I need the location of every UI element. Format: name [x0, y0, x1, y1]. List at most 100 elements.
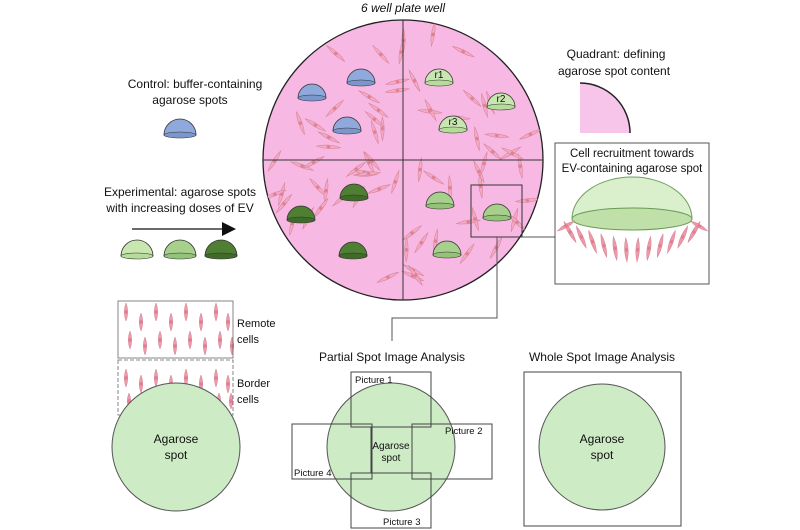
- cell: [367, 184, 392, 194]
- cell: [278, 181, 286, 207]
- picture-1-label: Picture 1: [355, 375, 393, 386]
- border-label-line1: Border: [237, 378, 270, 390]
- cell: [226, 374, 230, 394]
- cell: [474, 125, 480, 152]
- cell: [624, 236, 629, 263]
- agarose-partial-line2: spot: [382, 453, 401, 464]
- recruitment-label-line1: Cell recruitment towards: [570, 148, 694, 160]
- partial-analysis-title: Partial Spot Image Analysis: [319, 350, 465, 364]
- cell: [600, 233, 607, 259]
- control-spot: [346, 68, 376, 87]
- cell: [173, 336, 177, 356]
- agarose-left-line2: spot: [165, 448, 188, 462]
- remote-label-line2: cells: [237, 334, 260, 346]
- cell: [483, 133, 510, 138]
- quadrant-label-line2: agarose spot content: [558, 64, 671, 78]
- cell: [302, 156, 325, 169]
- cell: [154, 302, 158, 322]
- cell: [473, 159, 485, 184]
- cell: [214, 368, 218, 388]
- cell: [471, 206, 479, 232]
- cell: [203, 336, 207, 356]
- cell: [124, 302, 128, 322]
- center-frame: [370, 426, 413, 474]
- replicate-label: r3: [449, 117, 458, 128]
- control-legend-spot: [163, 118, 197, 139]
- cell: [355, 171, 382, 176]
- cell: [451, 45, 475, 58]
- remote-label-line1: Remote: [237, 318, 276, 330]
- cell: [364, 110, 385, 128]
- replicate-spot-r2: r2: [486, 92, 516, 111]
- replicate-label: r1: [435, 70, 444, 81]
- cell: [424, 98, 437, 122]
- picture-2-label: Picture 2: [445, 426, 483, 437]
- high-dose-spots: [286, 183, 369, 260]
- cell: [325, 99, 345, 118]
- dose-legend-spots: [120, 239, 238, 260]
- agarose-left-line1: Agarose: [154, 432, 199, 446]
- cell: [422, 170, 445, 185]
- whole-picture-frame: [523, 371, 682, 527]
- cell: [514, 198, 541, 203]
- experimental-label-line2: with increasing doses of EV: [105, 201, 253, 215]
- cell: [635, 236, 640, 263]
- analysis-branch-connector: [391, 237, 498, 341]
- replicate-spot-r3: r3: [438, 115, 468, 134]
- cell: [184, 302, 188, 322]
- control-spots: [297, 68, 376, 135]
- ev-spot-high: [204, 239, 238, 260]
- cell: [128, 330, 132, 350]
- cell: [588, 229, 597, 254]
- cell: [481, 92, 488, 118]
- cell: [296, 110, 305, 136]
- quadrant-shape: [580, 83, 630, 133]
- picture-4-frame: [291, 423, 373, 480]
- cell: [417, 156, 423, 183]
- dose-arrow: [132, 222, 236, 236]
- cell: [408, 264, 423, 287]
- ev-spot-high: [338, 241, 368, 260]
- agarose-whole-line2: spot: [591, 448, 614, 462]
- cell: [363, 150, 375, 175]
- border-label-line2: cells: [237, 394, 260, 406]
- cell: [612, 235, 618, 262]
- cell: [188, 330, 192, 350]
- agarose-partial-line1: Agarose: [372, 441, 410, 452]
- cell: [480, 151, 488, 176]
- cell: [139, 312, 143, 332]
- replicate-label: r2: [497, 94, 506, 105]
- ev-spot-low: [432, 240, 462, 259]
- ev-spot-mid: [163, 239, 197, 260]
- cell: [657, 233, 664, 259]
- ev-spot-low: [425, 191, 455, 210]
- ev-spot-high: [286, 205, 316, 224]
- cell: [462, 89, 482, 108]
- cell: [358, 90, 381, 104]
- quadrant-arc: [579, 82, 631, 134]
- well-cells-layer: [263, 21, 543, 287]
- control-label-line1: Control: buffer-containing: [128, 77, 263, 91]
- recruitment-dome: [571, 176, 693, 231]
- cell: [139, 374, 143, 394]
- cell: [404, 236, 409, 263]
- agarose-spot-whole: [538, 383, 666, 511]
- well-title: 6 well plate well: [361, 1, 445, 15]
- experimental-label-line1: Experimental: agarose spots: [104, 185, 256, 199]
- picture-4-label: Picture 4: [294, 468, 332, 479]
- cell: [304, 118, 327, 132]
- cell: [158, 330, 162, 350]
- replicate-spot-r1: r1: [424, 68, 454, 87]
- remote-cells-box: [117, 300, 234, 359]
- low-dose-spots: [425, 191, 512, 259]
- cell: [275, 193, 293, 214]
- cell: [376, 271, 400, 283]
- cell: [646, 235, 652, 262]
- well-plate: [262, 19, 544, 301]
- replicate-spots: r1 r2 r3: [424, 68, 516, 134]
- cell: [391, 169, 400, 195]
- whole-analysis-title: Whole Spot Image Analysis: [529, 350, 675, 364]
- cell: [500, 147, 524, 160]
- cell: [229, 392, 233, 410]
